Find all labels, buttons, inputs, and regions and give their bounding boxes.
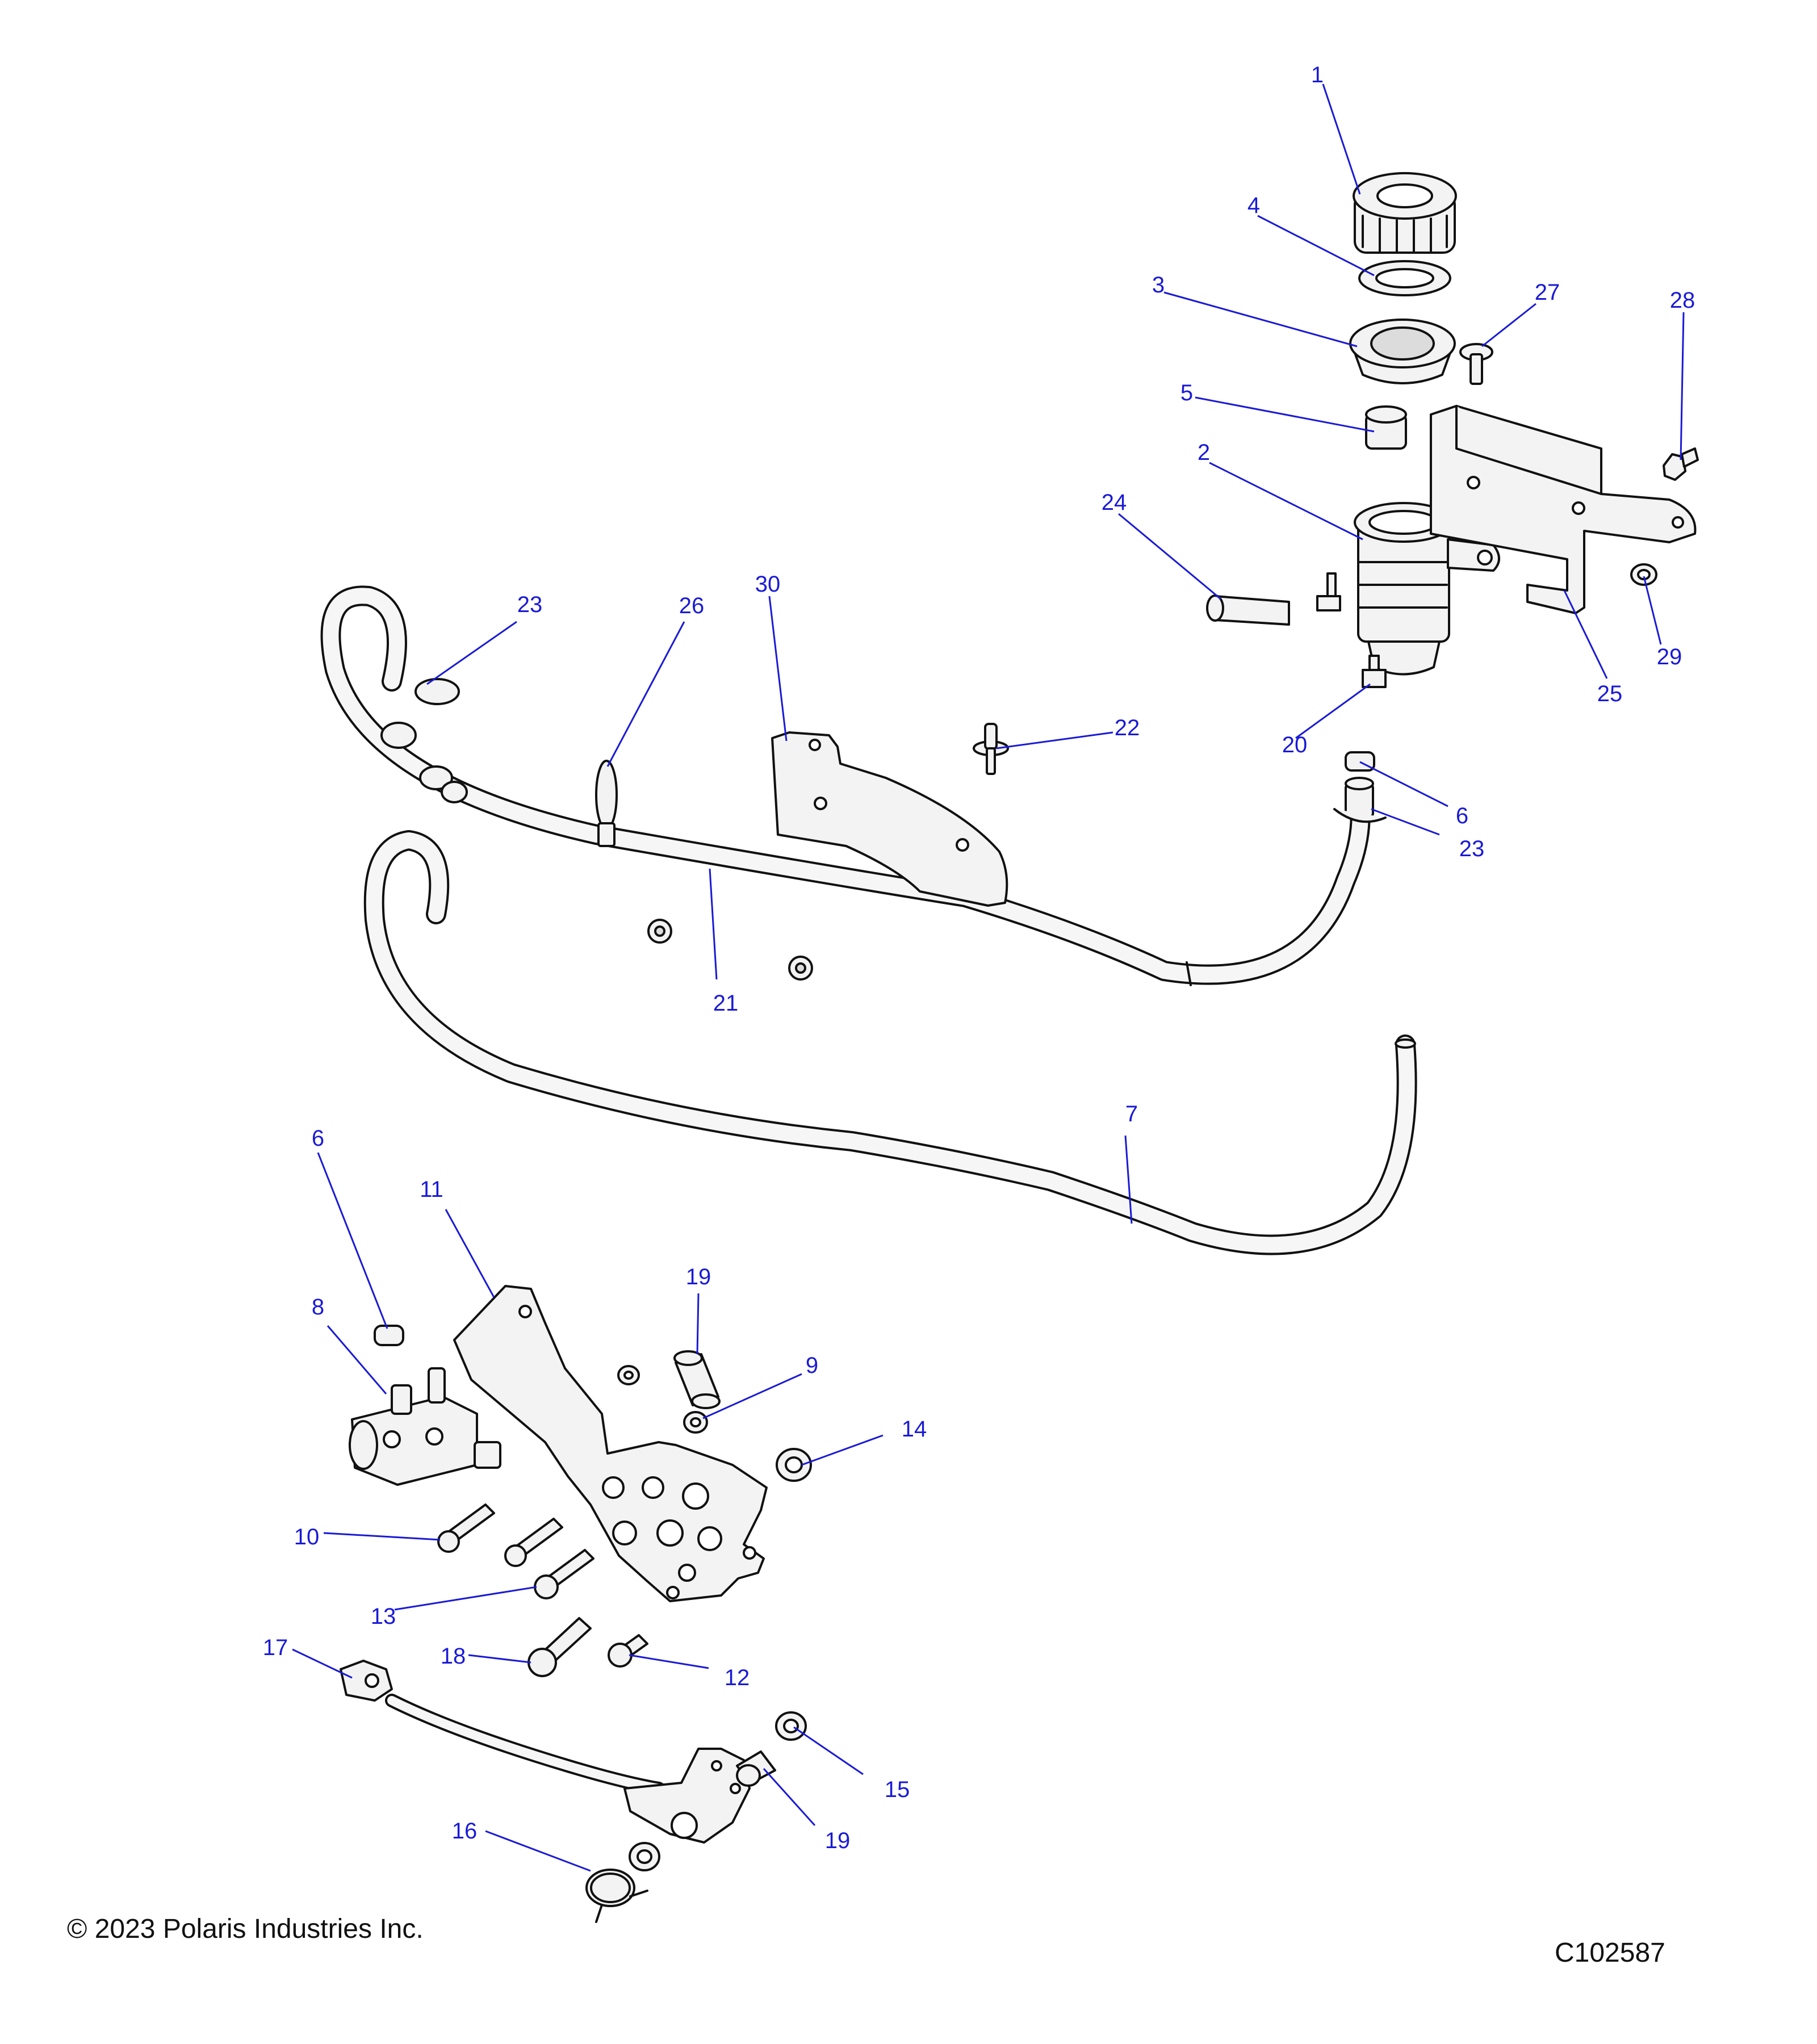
callout-27: 27 (1535, 280, 1560, 305)
part-bushing-9 (617, 1365, 708, 1434)
part-hose-fitting-right (1333, 777, 1387, 823)
callout-9: 9 (806, 1353, 818, 1378)
callout-6-upper: 6 (1456, 803, 1468, 828)
callout-24: 24 (1102, 490, 1127, 515)
part-master-cylinder (349, 1367, 501, 1486)
callout-10: 10 (294, 1524, 320, 1549)
part-bushing-19-upper (673, 1350, 721, 1409)
part-return-spring (585, 1869, 648, 1923)
callout-26: 26 (679, 593, 705, 618)
callout-16: 16 (452, 1819, 478, 1844)
drawing-id: C102587 (1555, 1938, 1665, 1968)
part-hose-7 (363, 830, 1417, 1255)
callout-17: 17 (263, 1635, 288, 1660)
part-push-rivet (973, 723, 1009, 775)
part-clamp-6-lower (374, 1325, 404, 1346)
callout-11: 11 (420, 1177, 443, 1202)
callout-19-upper: 19 (686, 1264, 711, 1289)
callout-20: 20 (1282, 732, 1308, 757)
callout-19-lower: 19 (825, 1828, 851, 1853)
part-fastener-b (788, 956, 813, 981)
callout-8: 8 (312, 1295, 324, 1320)
part-bolt-12 (608, 1634, 648, 1668)
part-fastener-a (647, 919, 672, 944)
callout-labels: 1 4 3 27 28 5 2 24 25 29 23 26 30 22 20 … (263, 62, 1695, 1853)
callout-3: 3 (1152, 273, 1165, 298)
part-cable-tie (595, 760, 618, 847)
part-bolt-10 (437, 1503, 495, 1553)
callout-1: 1 (1311, 62, 1324, 87)
callout-22: 22 (1115, 715, 1140, 740)
part-spacer (629, 1842, 660, 1871)
part-reservoir-cap (1353, 172, 1457, 254)
callout-23-left: 23 (517, 592, 543, 617)
callout-21: 21 (713, 991, 739, 1016)
part-bushing-14 (776, 1448, 812, 1482)
callout-4: 4 (1247, 193, 1260, 218)
part-bumper (1206, 594, 1290, 626)
leader-lines (292, 83, 1685, 1872)
callout-5: 5 (1180, 380, 1193, 405)
callout-29: 29 (1657, 644, 1682, 669)
part-float (1365, 405, 1407, 450)
callout-12: 12 (725, 1665, 750, 1690)
part-pushrod-and-pedal (340, 1660, 751, 1844)
part-hose-clamps-left (380, 678, 468, 803)
part-bushing-15 (775, 1711, 807, 1741)
callout-15: 15 (885, 1777, 910, 1802)
callout-30: 30 (755, 572, 781, 597)
callout-28: 28 (1670, 288, 1695, 313)
callout-14: 14 (902, 1417, 927, 1442)
callout-6-lower: 6 (312, 1126, 324, 1151)
part-heat-shield (771, 731, 1008, 907)
part-bushing-19-lower (736, 1750, 776, 1787)
callout-13: 13 (371, 1604, 396, 1629)
part-screw-27 (1459, 343, 1493, 385)
part-pedal-bracket (453, 1285, 768, 1602)
callout-2: 2 (1198, 440, 1210, 465)
callout-7: 7 (1125, 1101, 1138, 1126)
part-nut-29 (1630, 563, 1657, 586)
part-hose-21 (320, 585, 1371, 986)
callout-23-right: 23 (1459, 836, 1485, 861)
part-mounting-bracket (1430, 405, 1697, 614)
callout-25: 25 (1597, 681, 1623, 706)
copyright-notice: © 2023 Polaris Industries Inc. (67, 1914, 424, 1944)
part-bolt-mid (504, 1518, 563, 1567)
part-bolt-18 (527, 1617, 592, 1677)
callout-18: 18 (441, 1644, 466, 1669)
part-diaphragm (1349, 319, 1456, 384)
part-bolt-13 (534, 1549, 594, 1599)
part-screw-20 (1362, 655, 1387, 688)
part-screw-28 (1663, 447, 1699, 481)
part-seal-ring (1358, 260, 1451, 296)
part-screw-reservoir (1316, 572, 1341, 611)
